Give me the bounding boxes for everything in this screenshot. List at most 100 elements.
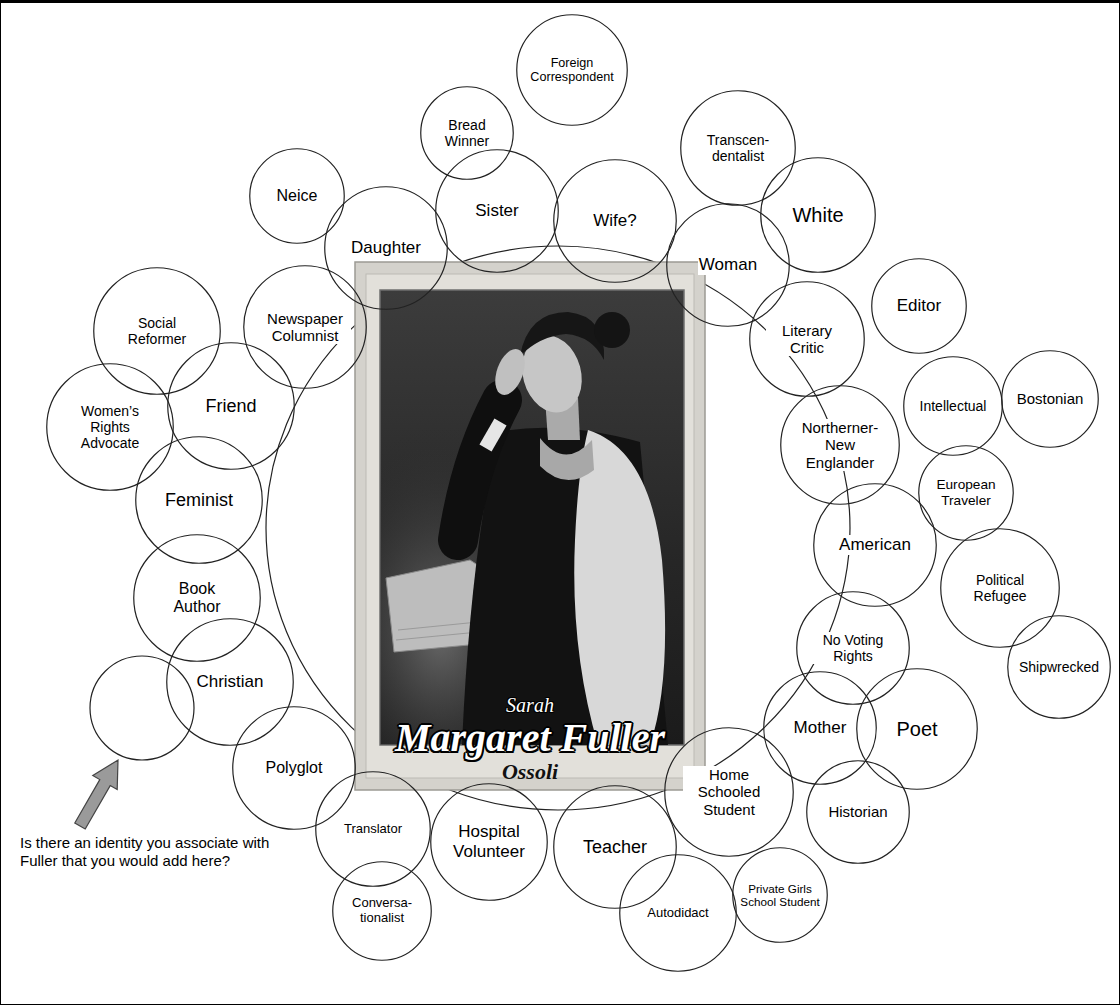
identity-circle: Editor: [871, 258, 967, 354]
identity-circle: Sister: [435, 149, 559, 273]
identity-label: Hospital Volunteer: [443, 822, 535, 861]
pointer-arrow: [75, 760, 118, 829]
identity-circle: Private Girls School Student: [732, 847, 828, 943]
identity-circle: Northerner- New Englander: [780, 385, 900, 505]
circle-shape: [325, 187, 448, 310]
married-name: Ossoli: [501, 760, 559, 784]
page-top-rule: [0, 0, 1120, 3]
identity-label: Intellectual: [919, 398, 988, 414]
identity-circle: Shipwrecked: [1007, 615, 1111, 719]
identity-label: Private Girls School Student: [739, 882, 821, 909]
identity-circle: Mother: [763, 671, 877, 785]
identity-circle: Translator: [315, 771, 431, 887]
photo-glow: [380, 290, 684, 745]
identity-circle: Wife?: [553, 159, 677, 283]
identity-circle: European Traveler: [918, 445, 1014, 541]
circle-shape: [807, 761, 910, 864]
identity-circle: Christian: [166, 618, 294, 746]
identity-circle: Book Author: [133, 534, 261, 662]
circle-shape: [872, 259, 967, 354]
identity-circle: Home Schooled Student: [664, 727, 794, 857]
identity-label: Newspaper Columnist: [259, 310, 351, 345]
identity-circle: Woman: [666, 203, 790, 327]
circle-shape: [167, 619, 294, 746]
circle-shape: [667, 204, 790, 327]
circle-shape: [681, 91, 796, 206]
identity-label: Historian: [827, 803, 888, 820]
identity-circle: Newspaper Columnist: [243, 265, 367, 389]
identity-circle: American: [813, 483, 937, 607]
portrait-frame: SarahMargaret FullerOssoli: [355, 262, 705, 790]
circle-shape: [1008, 616, 1111, 719]
identity-circle: Conversa- tionalist: [332, 861, 432, 961]
circle-shape: [517, 15, 628, 126]
circle-shape: [750, 282, 865, 397]
identity-label: Book Author: [156, 580, 238, 617]
identity-label: Conversa- tionalist: [341, 896, 423, 926]
identity-circle: Neice: [249, 148, 345, 244]
identity-label: Women’s Rights Advocate: [69, 403, 151, 451]
identity-label: Sister: [474, 201, 519, 221]
hand: [490, 345, 531, 399]
identity-label: Autodidact: [646, 906, 709, 921]
identity-circle: Bread Winner: [420, 86, 514, 180]
identity-circle: Intellectual: [903, 356, 1003, 456]
identity-circle: Friend: [167, 342, 295, 470]
circle-shape: [233, 707, 356, 830]
identity-label: Daughter: [350, 238, 422, 258]
identity-label: Neice: [276, 187, 319, 205]
circle-shape: [1002, 351, 1099, 448]
identity-label: No Voting Rights: [812, 632, 894, 664]
identity-label: Northerner- New Englander: [796, 419, 884, 471]
identity-label: Bostonian: [1016, 390, 1085, 407]
circle-shape: [733, 848, 828, 943]
circle-shape: [136, 437, 263, 564]
portrait-name: Margaret Fuller: [394, 716, 666, 760]
dress: [462, 428, 668, 745]
frame-bevel: [366, 274, 694, 778]
cuff: [479, 419, 506, 452]
circle-shape: [764, 672, 877, 785]
identity-circle: Autodidact: [619, 854, 737, 972]
circle-shape: [316, 772, 431, 887]
circle-shape: [333, 862, 432, 961]
identity-label: Transcen- dentalist: [697, 132, 779, 164]
circle-shape: [814, 484, 937, 607]
identity-label: Editor: [896, 296, 942, 316]
circle-shape: [857, 669, 978, 790]
frame-outer: [355, 262, 705, 790]
circle-shape: [436, 150, 559, 273]
circle-shape: [620, 855, 737, 972]
circle-shape: [665, 728, 794, 857]
identity-label: Poet: [895, 718, 938, 741]
identity-label: Foreign Correspondent: [523, 56, 621, 85]
identity-circle: Women’s Rights Advocate: [46, 363, 174, 491]
identity-label: Christian: [195, 672, 264, 692]
first-name: Sarah: [505, 694, 555, 716]
identity-circle: No Voting Rights: [796, 591, 910, 705]
identity-circle: Historian: [806, 760, 910, 864]
circle-shape: [47, 364, 174, 491]
circle-shape: [134, 535, 261, 662]
identity-label: Wife?: [592, 211, 637, 231]
circle-shape: [761, 158, 876, 273]
identity-label: Home Schooled Student: [683, 766, 775, 818]
photo-ground: [380, 290, 684, 745]
circle-shape: [781, 386, 900, 505]
identity-circle: Literary Critic: [749, 281, 865, 397]
identity-circle: Daughter: [324, 186, 448, 310]
identity-circle: Transcen- dentalist: [680, 90, 796, 206]
central-ring: [266, 246, 850, 810]
circle-shape: [554, 786, 677, 909]
identity-circle: Teacher: [553, 785, 677, 909]
identity-label: Social Reformer: [111, 315, 203, 347]
identity-circle: Foreign Correspondent: [516, 14, 628, 126]
identity-circle: Polyglot: [232, 706, 356, 830]
identity-label: Shipwrecked: [1018, 659, 1100, 675]
identity-label: Mother: [793, 718, 848, 738]
identity-circle: Political Refugee: [940, 528, 1060, 648]
identity-circle: Poet: [856, 668, 978, 790]
lace-collar: [540, 438, 594, 480]
circle-shape: [431, 784, 548, 901]
